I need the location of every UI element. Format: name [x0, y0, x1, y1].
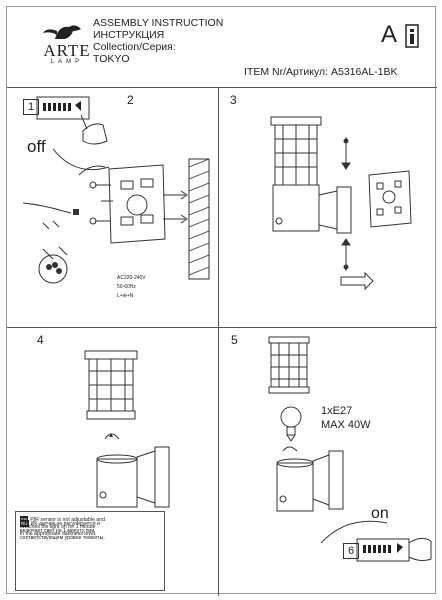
- step-4-number: 4: [37, 333, 44, 347]
- language-badge: A: [381, 21, 423, 49]
- cell-step-3: [218, 87, 437, 328]
- header: ARTE LAMP ASSEMBLY INSTRUCTION ИНСТРУКЦИ…: [7, 7, 437, 81]
- brand-name: ARTE: [43, 41, 91, 60]
- language-letter: A: [381, 21, 398, 48]
- griffin-icon: [43, 25, 81, 39]
- switch-panel-icon: [36, 96, 108, 145]
- collection-label: Collection/Серия:: [93, 41, 176, 53]
- hand-off-curve: [52, 148, 110, 171]
- step-2-mounting-diagram: [22, 158, 210, 284]
- cell-step-5-6: [218, 327, 437, 596]
- step-5-bulb-diagram: [268, 336, 344, 512]
- note-en: ENPIR sensor is not adjustable and switc…: [20, 516, 105, 538]
- voltage-label: AC220-240V: [117, 275, 146, 281]
- frequency-label: 50-60Hz: [117, 284, 136, 290]
- note-en-line-3: in the appropriate darkness level.: [20, 531, 97, 537]
- brand-logo: ARTE LAMP: [37, 23, 97, 79]
- bulb-spec: 1xE27: [321, 405, 353, 417]
- step-6-panel: 6: [343, 533, 435, 593]
- step-5-number: 5: [231, 333, 238, 347]
- title-en: ASSEMBLY INSTRUCTION: [93, 17, 224, 29]
- bulb-max: MAX 40W: [321, 419, 371, 431]
- note-en-line-1: PIR sensor is not adjustable and: [30, 517, 105, 523]
- info-icon: [405, 24, 419, 48]
- cell-step-4: [7, 327, 219, 596]
- step-6-number: 6: [343, 543, 359, 559]
- brand-subtitle: LAMP: [50, 59, 84, 65]
- on-label: on: [371, 505, 389, 522]
- step-2-number: 2: [127, 93, 134, 107]
- switch-panel-on-icon: [356, 537, 432, 562]
- collection-value: TOKYO: [93, 53, 130, 65]
- cell-step-1-2: [7, 87, 219, 328]
- step-4-lamp-assembly-diagram: [84, 350, 170, 508]
- note-ru-line-1: ИК-датчик не регулируется и: [30, 521, 100, 527]
- off-label: off: [27, 137, 46, 156]
- step-1-number: 1: [23, 99, 39, 115]
- step-3-lamp-fixing-diagram: [270, 116, 412, 291]
- wiring-label: L+⊕+N: [117, 293, 134, 299]
- en-tag: EN: [20, 516, 29, 523]
- note-ru-line-3: соответствующем уровне темноты.: [20, 535, 105, 541]
- instruction-sheet: ARTE LAMP ASSEMBLY INSTRUCTION ИНСТРУКЦИ…: [6, 6, 437, 596]
- item-number: ITEM Nr/Артикул: A5316AL-1BK: [244, 66, 398, 78]
- ru-tag: RU: [20, 520, 29, 527]
- hand-on-curve: [320, 520, 388, 544]
- note-ru-line-2: включает свет на 1 минуту при: [20, 528, 95, 534]
- title-ru: ИНСТРУКЦИЯ: [93, 29, 165, 41]
- sensor-note: ENPIR sensor is not adjustable and switc…: [15, 511, 165, 591]
- step-3-number: 3: [230, 93, 237, 107]
- note-en-line-2: switches the light on for 1 minute: [20, 524, 96, 530]
- step-1-panel: 1: [23, 91, 113, 151]
